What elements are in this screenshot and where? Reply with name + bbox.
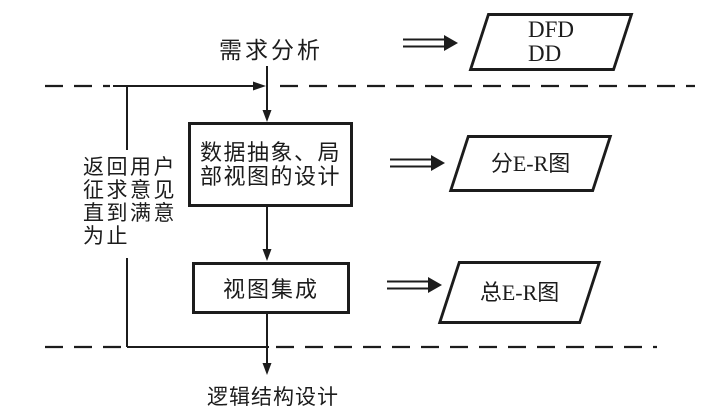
output-parallelogram-global-er: 总E-R图 [437,261,602,324]
process-box-data-abstraction: 数据抽象、局部视图的设计 [188,122,353,207]
double-arrow-icon [387,277,442,293]
output-parallelogram-dfd-dd: DFD DD [468,13,634,71]
feedback-note: 返回用户征求意见直到满意为止 [81,150,178,258]
process-box-label: 视图集成 [222,277,319,302]
output-label: DFD DD [527,17,574,66]
logical-structure-design-label: 逻辑结构设计 [207,385,339,409]
double-arrow-icon [390,155,445,171]
process-box-label: 数据抽象、局部视图的设计 [199,139,341,189]
feedback-arrowhead-icon [253,81,266,91]
output-parallelogram-partial-er: 分E-R图 [448,135,613,192]
flow-arrowhead-icon [262,110,272,122]
process-box-view-integration: 视图集成 [192,262,350,314]
output-label: 分E-R图 [490,150,571,176]
flow-arrowhead-icon [262,249,272,261]
requirements-analysis-label: 需求分析 [219,38,323,63]
double-arrow-icon [403,35,458,51]
flow-arrowhead-icon [262,363,272,375]
output-label: 总E-R图 [479,279,560,305]
